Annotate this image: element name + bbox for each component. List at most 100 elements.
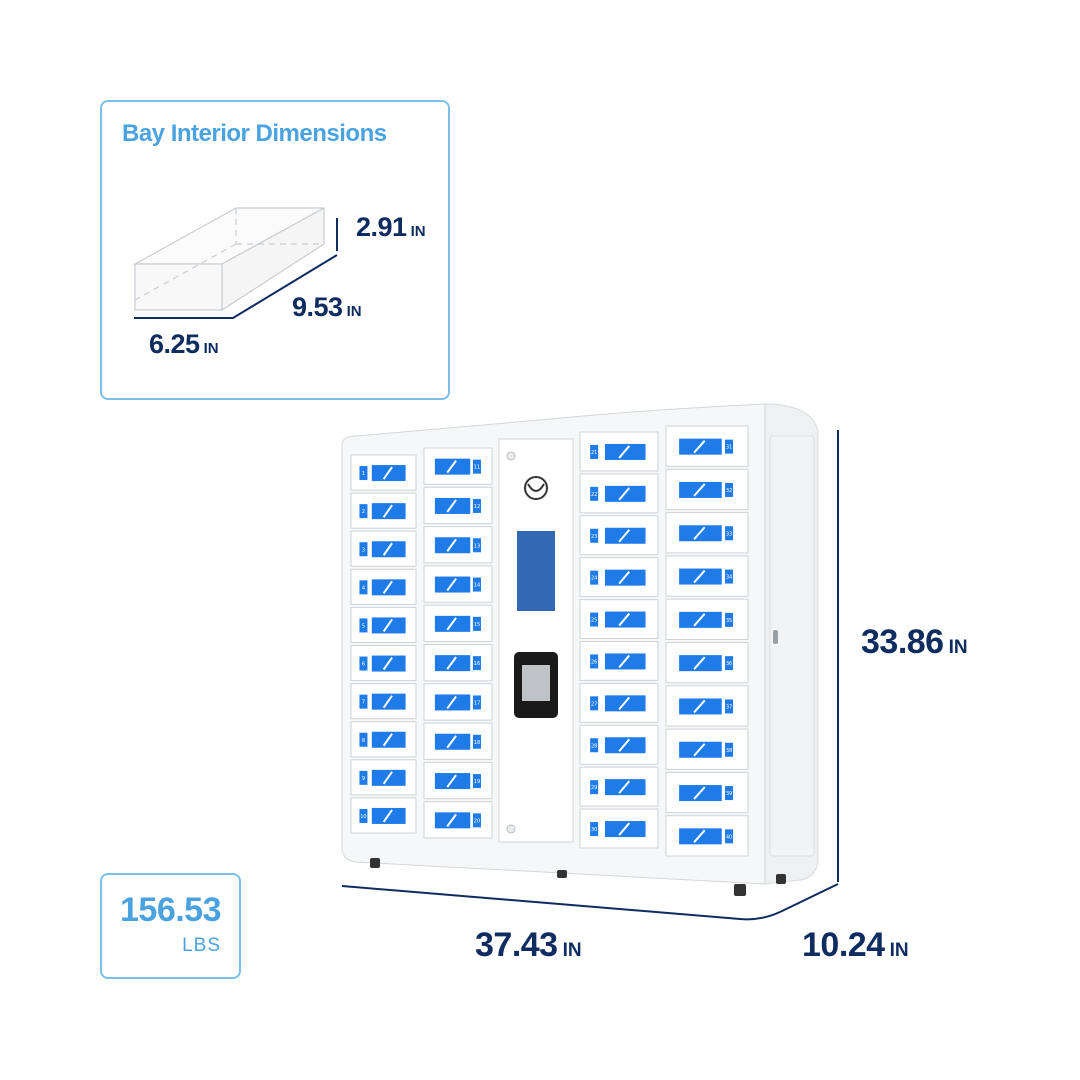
locker-cabinet: 1234567891011121314151617181920212223242… <box>341 403 819 896</box>
bay-number: 34 <box>726 575 732 581</box>
bay-number: 27 <box>591 701 597 707</box>
bay-number: 4 <box>362 585 365 591</box>
bay-number: 5 <box>362 623 365 629</box>
locker-bay: 9 <box>350 759 417 796</box>
locker-bay: 15 <box>423 604 493 643</box>
locker-bay: 31 <box>665 425 749 467</box>
locker-bay: 1 <box>350 454 417 491</box>
locker-bay: 40 <box>665 815 749 857</box>
control-panel <box>498 438 574 843</box>
bay-number: 2 <box>362 509 365 515</box>
weight-panel: 156.53 LBS <box>100 873 241 979</box>
locker-bay: 17 <box>423 683 493 721</box>
locker-bay: 26 <box>579 641 659 681</box>
locker-bay: 37 <box>665 685 749 727</box>
bay-number: 21 <box>591 450 597 456</box>
bay-dimensions-title: Bay Interior Dimensions <box>122 120 387 147</box>
bay-number: 16 <box>474 661 480 667</box>
bay-number: 15 <box>474 622 480 628</box>
locker-bay: 5 <box>350 606 417 644</box>
locker-bay: 21 <box>579 431 659 472</box>
locker-bay: 13 <box>423 526 493 564</box>
bay-number: 35 <box>726 618 732 624</box>
bay-number: 13 <box>474 543 480 549</box>
locker-bay: 22 <box>579 473 659 514</box>
tray-illustration <box>132 206 325 312</box>
locker-bay: 8 <box>350 721 417 758</box>
locker-bay: 12 <box>423 486 493 525</box>
bay-number: 26 <box>591 659 597 665</box>
bay-number: 37 <box>726 704 732 710</box>
locker-bay: 14 <box>423 565 493 603</box>
locker-bay: 18 <box>423 722 493 760</box>
bay-number: 17 <box>474 700 480 706</box>
locker-bay: 24 <box>579 557 659 598</box>
bay-number: 19 <box>474 779 480 785</box>
bay-number: 28 <box>591 743 597 749</box>
bay-number: 3 <box>362 547 365 553</box>
key-lock-icon <box>506 451 516 461</box>
locker-bay: 39 <box>665 771 749 814</box>
bay-number: 22 <box>591 492 597 498</box>
locker-bay: 27 <box>579 682 659 723</box>
bay-number: 11 <box>474 465 480 471</box>
side-key-lock-icon <box>773 630 778 644</box>
locker-bay: 19 <box>423 761 493 800</box>
locker-bays: 1234567891011121314151617181920212223242… <box>350 425 749 857</box>
weight-unit: LBS <box>182 935 221 956</box>
bay-number: 9 <box>362 776 365 782</box>
locker-bay: 30 <box>579 808 659 849</box>
bay-number: 7 <box>362 700 365 706</box>
locker-bay: 16 <box>423 644 493 682</box>
bay-number: 31 <box>726 445 732 451</box>
bay-number: 40 <box>726 834 732 840</box>
bay-number: 39 <box>726 791 732 797</box>
bay-number: 20 <box>474 818 480 824</box>
locker-bay: 38 <box>665 728 749 770</box>
bay-number: 36 <box>726 661 732 667</box>
locker-bay: 23 <box>579 515 659 556</box>
bay-number: 30 <box>591 827 597 833</box>
bay-number: 25 <box>591 618 597 624</box>
weight-value: 156.53 <box>120 891 222 929</box>
locker-bay: 2 <box>350 492 417 529</box>
locker-bay: 3 <box>350 530 417 567</box>
bay-number: 33 <box>726 531 732 537</box>
bay-number: 38 <box>726 748 732 754</box>
locker-bay: 25 <box>579 599 659 639</box>
locker-bay: 36 <box>665 642 749 684</box>
display-screen <box>517 531 555 611</box>
locker-bay: 4 <box>350 568 417 605</box>
locker-bay: 10 <box>350 797 417 834</box>
bay-number: 14 <box>474 583 480 589</box>
bay-number: 23 <box>591 534 597 540</box>
bay-dimensions-panel: Bay Interior Dimensions <box>100 100 450 400</box>
locker-bay: 7 <box>350 683 417 720</box>
locker-bay: 33 <box>665 512 749 554</box>
cabinet-dimension-lines <box>341 430 839 921</box>
bay-number: 8 <box>362 738 365 744</box>
locker-bay: 29 <box>579 766 659 807</box>
locker-bay: 28 <box>579 724 659 765</box>
locker-bay: 11 <box>423 447 493 485</box>
bay-number: 24 <box>591 576 597 582</box>
bay-number: 6 <box>362 662 365 668</box>
locker-bay: 32 <box>665 468 749 511</box>
bay-number: 1 <box>362 471 365 477</box>
locker-bay: 20 <box>423 801 493 839</box>
locker-bay: 35 <box>665 598 749 641</box>
tray-dimension-lines <box>134 218 338 319</box>
bay-number: 29 <box>591 785 597 791</box>
brand-logo-icon <box>524 476 548 500</box>
bay-number: 18 <box>474 740 480 746</box>
bay-number: 10 <box>360 814 366 820</box>
bay-number: 32 <box>726 488 732 494</box>
locker-bay: 6 <box>350 645 417 682</box>
